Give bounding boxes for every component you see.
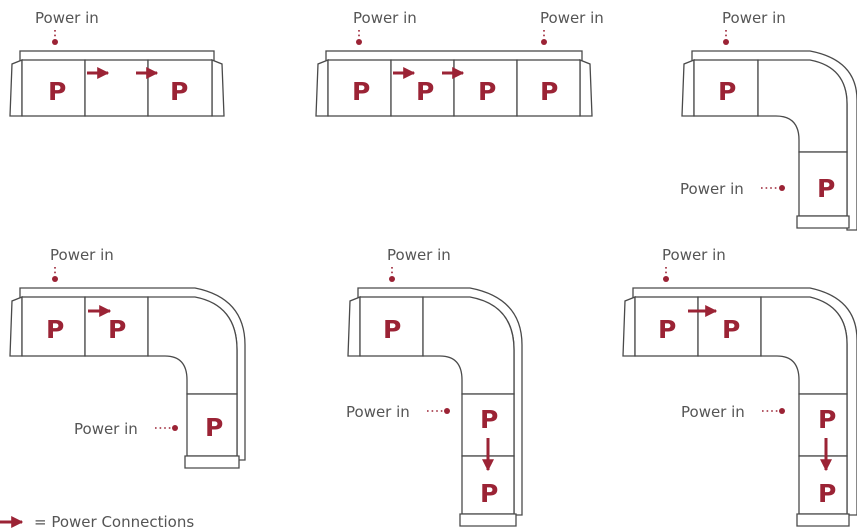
power-seat-letter: P <box>818 479 836 508</box>
end-arm <box>184 455 240 469</box>
seat-module <box>21 59 86 117</box>
seat-module <box>516 59 581 117</box>
end-arm <box>459 513 517 527</box>
corner-wedge-module <box>760 296 848 395</box>
power-seat-letter: P <box>205 413 223 442</box>
seat-module <box>327 59 392 117</box>
seat-module <box>359 296 424 357</box>
power-in-dot <box>52 276 58 282</box>
right-arm <box>579 59 593 117</box>
power-in-dot <box>779 185 785 191</box>
left-arm <box>347 296 361 357</box>
power-in-label: Power in <box>722 9 786 27</box>
seat-module <box>84 59 149 117</box>
seat-module <box>693 59 759 117</box>
power-in-dot <box>172 425 178 431</box>
power-in-dot <box>52 39 58 45</box>
configuration-corner-2-seat: Power in P P Power in <box>680 9 857 231</box>
power-in-label: Power in <box>35 9 99 27</box>
power-seat-letter: P <box>478 77 496 106</box>
power-seat-letter: P <box>108 315 126 344</box>
power-in-label: Power in <box>680 180 744 198</box>
power-in-label: Power in <box>387 246 451 264</box>
power-in-label: Power in <box>74 420 138 438</box>
corner-wedge-module <box>757 59 848 153</box>
end-arm <box>796 215 850 229</box>
power-in-dot <box>389 276 395 282</box>
left-arm <box>9 59 23 117</box>
seat-module <box>147 59 213 117</box>
left-arm <box>681 59 695 117</box>
power-seat-letter: P <box>480 479 498 508</box>
seat-module <box>634 296 699 357</box>
corner-wedge-module <box>147 296 238 395</box>
power-seat-letter: P <box>383 315 401 344</box>
seat-module <box>84 296 149 357</box>
right-arm <box>211 59 225 117</box>
power-in-dot <box>444 408 450 414</box>
power-in-label: Power in <box>353 9 417 27</box>
seat-module <box>21 296 86 357</box>
end-arm <box>796 513 850 527</box>
power-in-label: Power in <box>50 246 114 264</box>
legend-text: = Power Connections <box>34 513 194 530</box>
seat-module <box>186 393 238 457</box>
configuration-corner-3-seat-chaise: Power in P P P Power in <box>9 246 246 469</box>
left-arm <box>315 59 329 117</box>
power-seat-letter: P <box>48 77 66 106</box>
seat-module <box>798 393 848 457</box>
power-seat-letter: P <box>817 174 835 203</box>
power-in-label: Power in <box>346 403 410 421</box>
power-seat-letter: P <box>658 315 676 344</box>
left-arm <box>9 296 23 357</box>
power-seat-letter: P <box>352 77 370 106</box>
legend: = Power Connections <box>0 513 194 530</box>
power-seat-letter: P <box>540 77 558 106</box>
power-in-label: Power in <box>681 403 745 421</box>
power-seat-letter: P <box>718 77 736 106</box>
corner-wedge-module <box>422 296 515 395</box>
configuration-corner-3-seat-right-arm: Power in P P P Power in <box>346 246 523 527</box>
configuration-straight-3-seat: Power in P P <box>9 9 225 117</box>
power-in-dot <box>541 39 547 45</box>
power-in-dot <box>663 276 669 282</box>
power-seat-letter: P <box>722 315 740 344</box>
configuration-corner-4-seat: Power in P P P P Power in <box>622 246 857 527</box>
power-in-dot <box>356 39 362 45</box>
power-seat-letter: P <box>818 405 836 434</box>
power-in-dot <box>779 408 785 414</box>
power-in-label: Power in <box>662 246 726 264</box>
power-in-label: Power in <box>540 9 604 27</box>
power-in-dot <box>723 39 729 45</box>
left-arm <box>622 296 636 357</box>
power-seat-letter: P <box>416 77 434 106</box>
configuration-straight-4-seat: Power in Power in P P P P <box>315 9 604 117</box>
power-seat-letter: P <box>480 405 498 434</box>
seat-module <box>453 59 518 117</box>
power-seat-letter: P <box>46 315 64 344</box>
power-seat-letter: P <box>170 77 188 106</box>
